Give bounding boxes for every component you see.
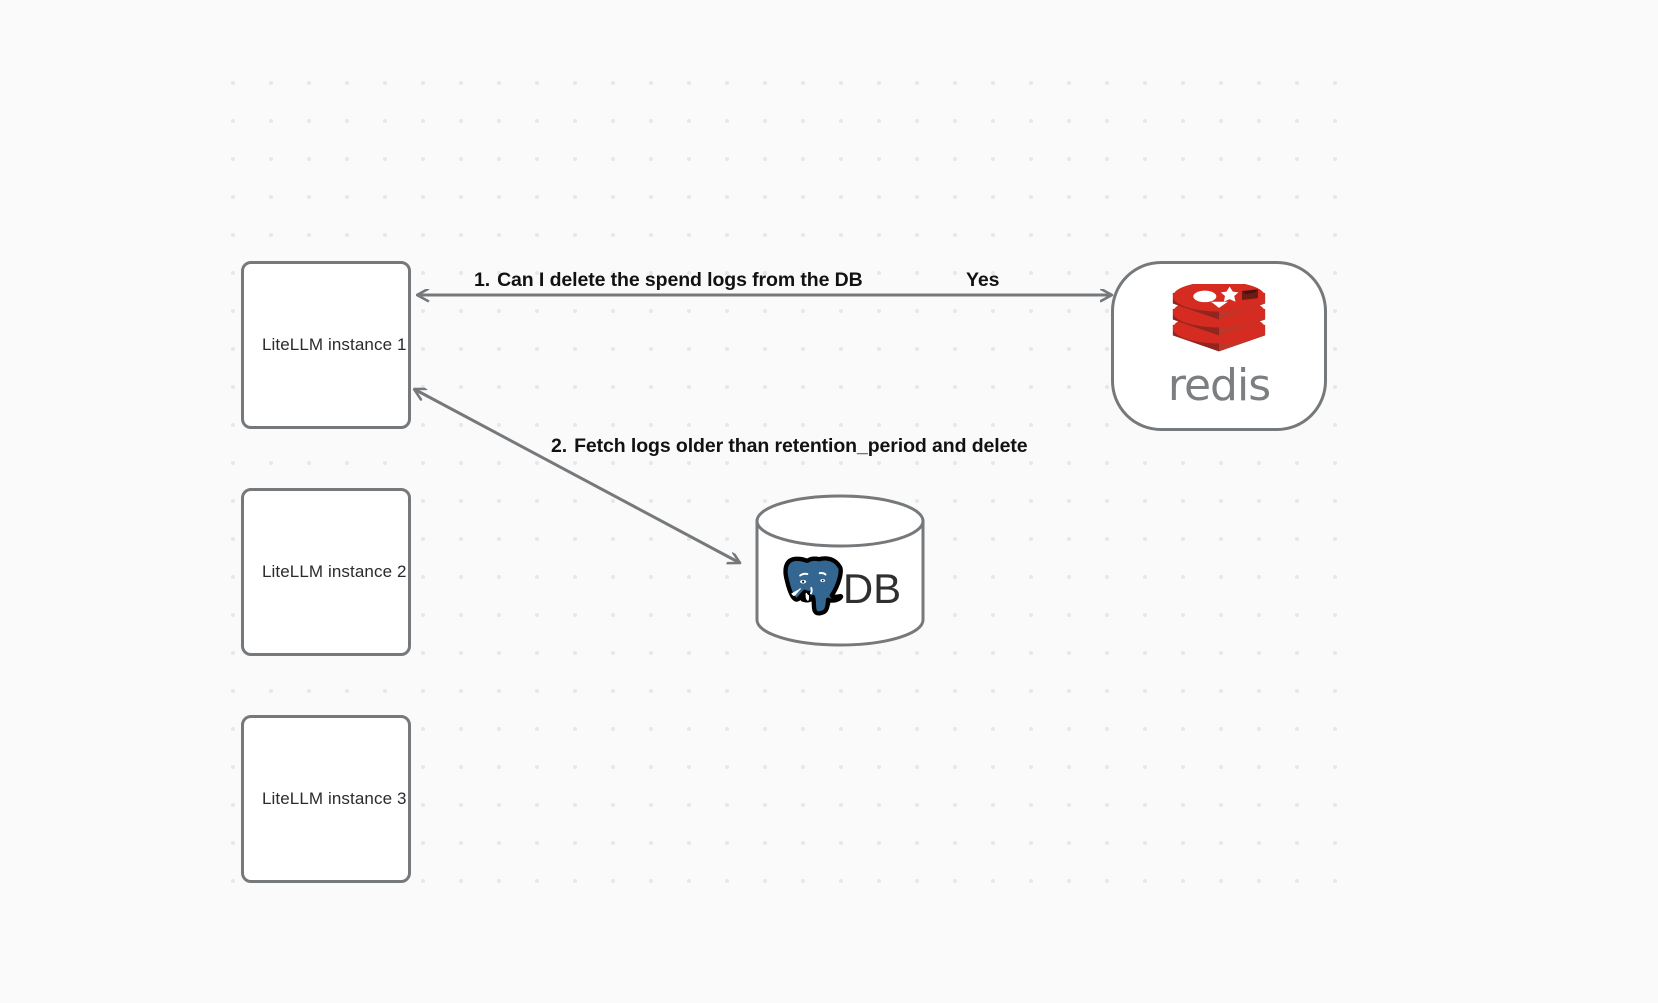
edge-step-number: 1. bbox=[474, 269, 491, 291]
redis-logo-icon bbox=[1172, 284, 1266, 352]
node-litellm-instance-3[interactable]: LiteLLM instance 3 bbox=[241, 715, 411, 883]
redis-wordmark: redis bbox=[1167, 360, 1271, 411]
edge-instance1-to-database bbox=[414, 389, 740, 563]
edge-step-text: Fetch logs older than retention_period a… bbox=[574, 435, 1028, 457]
postgresql-elephant-icon bbox=[783, 556, 843, 616]
edge-label-step-2: 2. Fetch logs older than retention_period… bbox=[551, 435, 1028, 458]
node-database[interactable]: DB bbox=[754, 493, 926, 648]
node-redis[interactable]: redis bbox=[1111, 261, 1327, 431]
node-litellm-instance-2[interactable]: LiteLLM instance 2 bbox=[241, 488, 411, 656]
edge-step-number: 2. bbox=[551, 435, 568, 457]
edge-label-step-1: 1. Can I delete the spend logs from the D… bbox=[474, 269, 863, 292]
node-label: LiteLLM instance 3 bbox=[262, 789, 407, 808]
node-label: LiteLLM instance 2 bbox=[262, 562, 407, 581]
db-label: DB bbox=[842, 565, 902, 612]
edge-label-reply-yes: Yes bbox=[966, 269, 1000, 291]
node-label: LiteLLM instance 1 bbox=[262, 335, 407, 354]
edge-step-text: Can I delete the spend logs from the DB bbox=[497, 269, 863, 291]
node-litellm-instance-1[interactable]: LiteLLM instance 1 bbox=[241, 261, 411, 429]
